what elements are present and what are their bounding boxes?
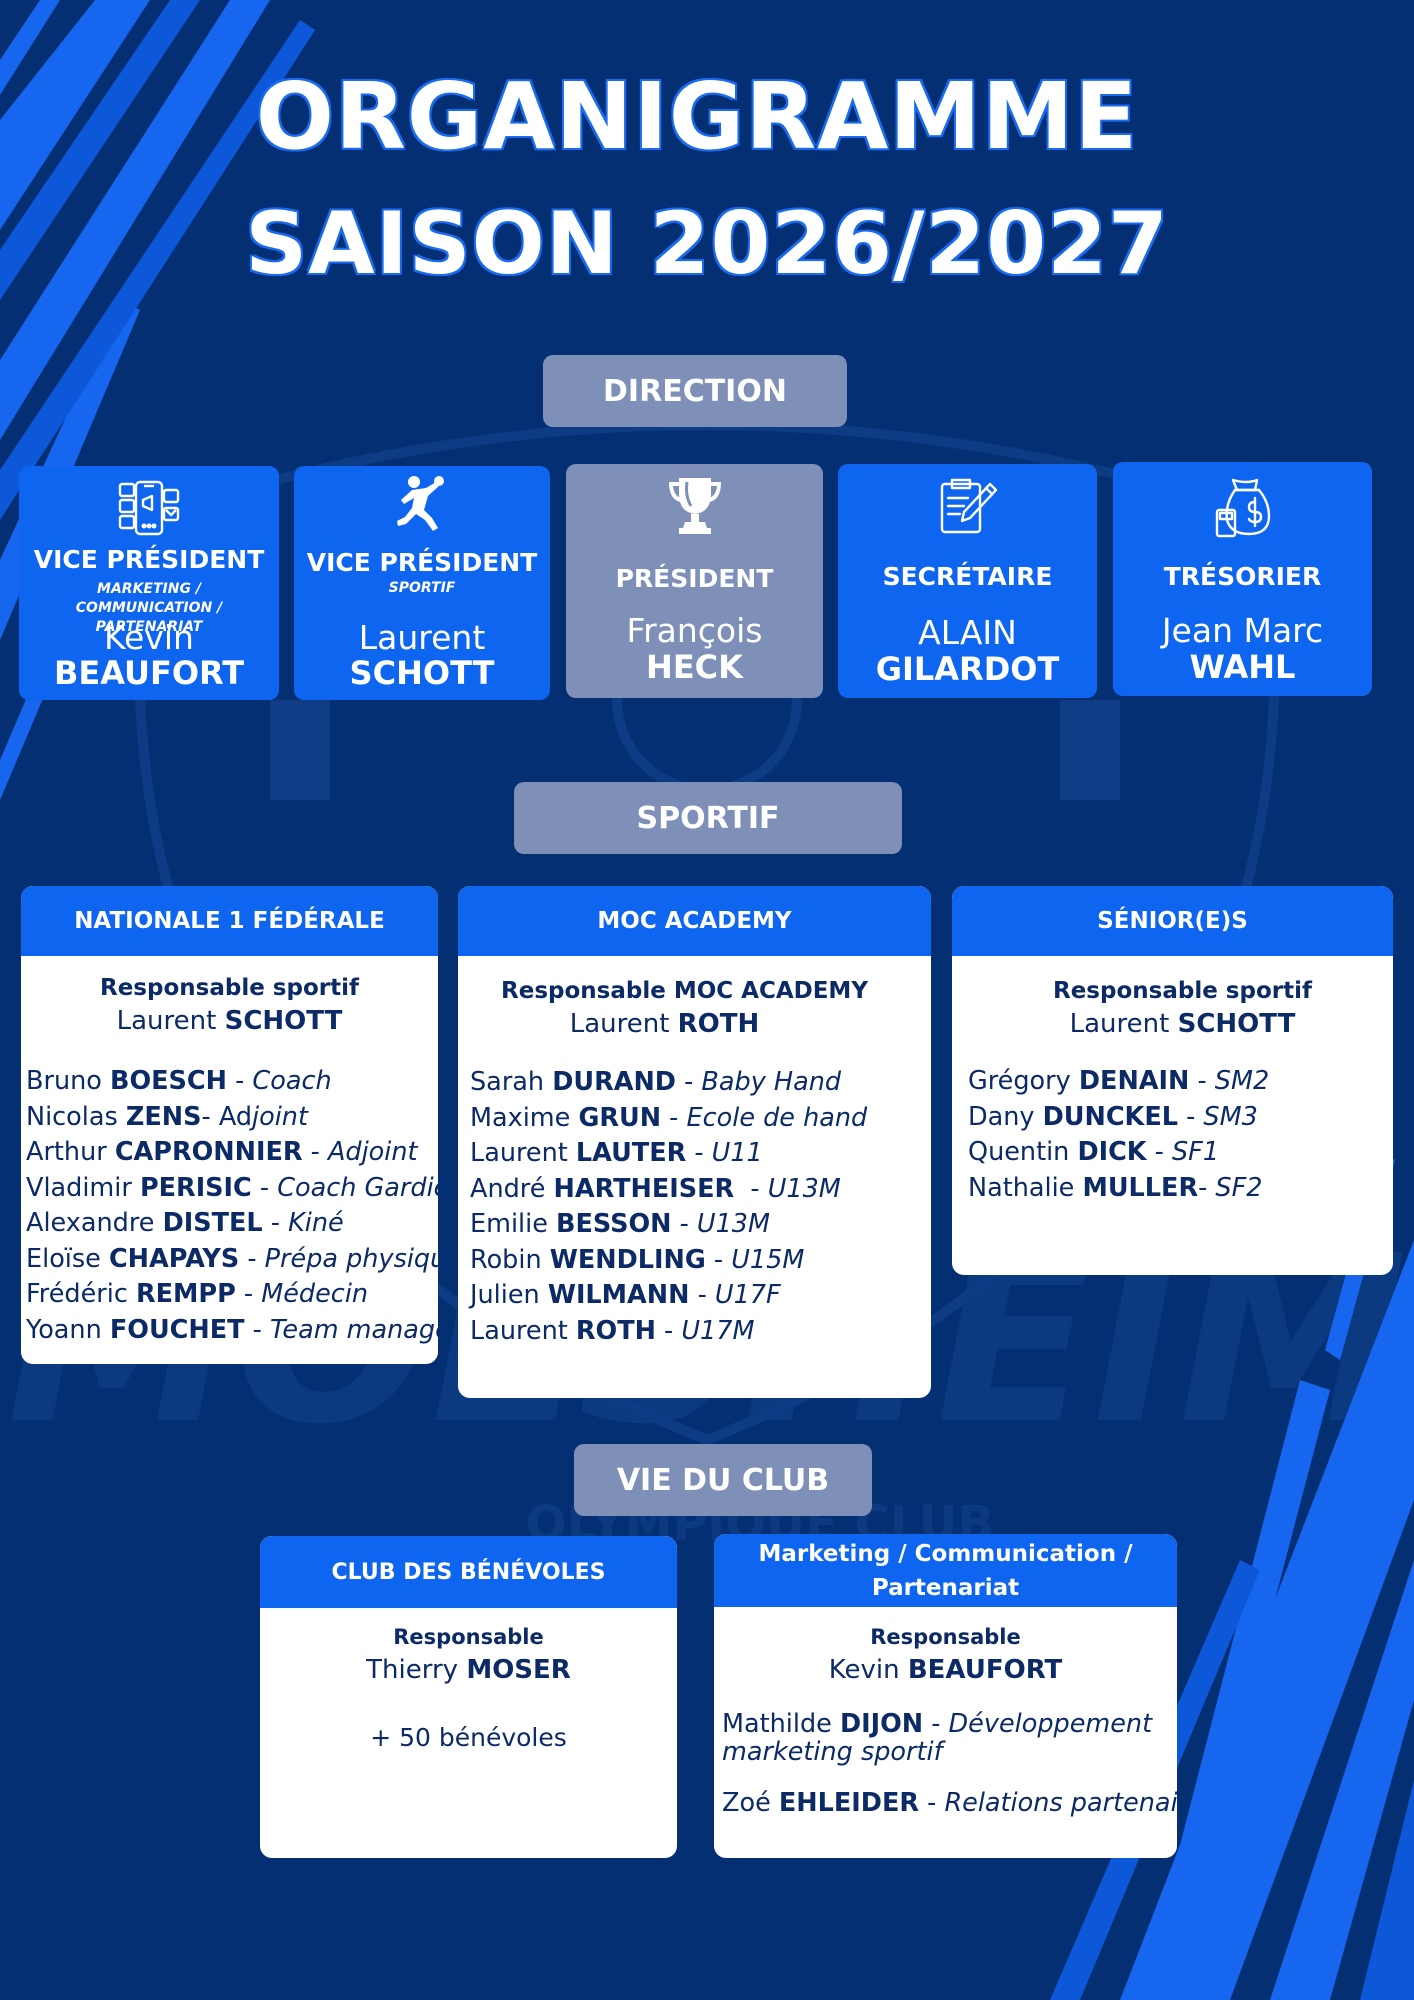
card-header: NATIONALE 1 FÉDÉRALE (21, 886, 438, 956)
resp-name: Kevin BEAUFORT (828, 1655, 1063, 1685)
direction-card-secretaire: SECRÉTAIRE ALAIN GILARDOT (838, 464, 1097, 698)
direction-first-name: François (626, 611, 763, 650)
money-bag-calculator-icon (1215, 478, 1270, 538)
handball-player-icon (397, 476, 444, 531)
resp-name: Thierry MOSER (366, 1655, 571, 1685)
direction-card-vp-sportif: VICE PRÉSIDENT SPORTIF Laurent SCHOTT (294, 466, 550, 700)
list-item: Emilie BESSON - U13M (470, 1209, 771, 1239)
card-header-line: Marketing / Communication / (758, 1540, 1133, 1567)
list-item: Zoé EHLEIDER - Relations partenaires (722, 1788, 1177, 1818)
resp-name: Laurent SCHOTT (1069, 1009, 1296, 1039)
list-item: André HARTHEISER - U13M (470, 1173, 841, 1204)
list-item: Arthur CAPRONNIER - Adjoint (26, 1137, 418, 1167)
direction-role: SECRÉTAIRE (882, 562, 1053, 591)
list-item: Julien WILMANN - U17F (470, 1280, 781, 1310)
resp-title: Responsable (870, 1625, 1021, 1649)
list-item: Laurent LAUTER - U11 (470, 1138, 763, 1168)
direction-last-name: SCHOTT (349, 654, 495, 692)
clipboard-pen-icon (940, 478, 997, 534)
card-header: CLUB DES BÉNÉVOLES (260, 1536, 677, 1608)
direction-role: PRÉSIDENT (615, 564, 774, 593)
list-item: Mathilde DIJON - Développement (722, 1709, 1153, 1739)
list-item: Quentin DICK - SF1 (968, 1137, 1220, 1167)
list-item: Nicolas ZENS- Adjoint (26, 1101, 308, 1132)
direction-last-name: GILARDOT (875, 650, 1060, 688)
card-moc-academy: MOC ACADEMY Responsable MOC ACADEMY Laur… (458, 886, 931, 1398)
resp-title: Responsable (393, 1625, 544, 1649)
list-item: Maxime GRUN - Ecole de hand (470, 1102, 868, 1133)
list-item: Dany DUNCKEL - SM3 (968, 1101, 1258, 1132)
direction-card-vp-marketing: VICE PRÉSIDENT MARKETING / COMMUNICATION… (19, 466, 279, 700)
direction-card-president: PRÉSIDENT François HECK (566, 464, 823, 698)
section-vie-du-club: VIE DU CLUB (574, 1444, 872, 1516)
resp-title: Responsable MOC ACADEMY (501, 978, 868, 1004)
list-item: Eloïse CHAPAYS - Prépa physique (26, 1243, 438, 1274)
direction-role: VICE PRÉSIDENT (306, 548, 538, 577)
section-direction: DIRECTION (543, 355, 847, 427)
list-item: Nathalie MULLER- SF2 (968, 1172, 1263, 1203)
resp-title: Responsable sportif (1053, 978, 1312, 1004)
direction-subtitle: SPORTIF (388, 580, 456, 596)
social-media-phone-icon (118, 480, 180, 536)
direction-last-name: HECK (646, 648, 743, 686)
list-item: Yoann FOUCHET - Team manager (26, 1314, 438, 1345)
card-marketing: Marketing / Communication / Partenariat … (714, 1534, 1177, 1858)
card-header: Marketing / Communication / Partenariat (714, 1534, 1177, 1607)
member-list: Grégory DENAIN - SM2 Dany DUNCKEL - SM3 … (968, 1064, 1269, 1206)
direction-last-name: BEAUFORT (53, 654, 245, 692)
direction-first-name: ALAIN (918, 613, 1017, 652)
list-item: Frédéric REMPP - Médecin (26, 1279, 369, 1309)
card-nationale-1: NATIONALE 1 FÉDÉRALE Responsable sportif… (21, 886, 438, 1364)
list-item: Vladimir PERISIC - Coach Gardien (26, 1172, 438, 1203)
title-saison: SAISON 2026/2027 (245, 194, 1169, 294)
resp-title: Responsable sportif (100, 975, 359, 1001)
list-item: marketing sportif (722, 1737, 943, 1767)
list-item: Alexandre DISTEL - Kiné (26, 1208, 344, 1238)
resp-name: Laurent ROTH (569, 1009, 760, 1039)
resp-name: Laurent SCHOTT (116, 1006, 343, 1036)
member-list: Mathilde DIJON - Développement marketing… (722, 1710, 1177, 1822)
card-seniors: SÉNIOR(E)S Responsable sportif Laurent S… (952, 886, 1393, 1275)
card-header-line: Partenariat (871, 1574, 1020, 1601)
direction-last-name: WAHL (1189, 648, 1296, 686)
direction-role: TRÉSORIER (1163, 562, 1322, 591)
list-item: Sarah DURAND - Baby Hand (470, 1067, 842, 1097)
direction-role: VICE PRÉSIDENT (33, 545, 265, 574)
list-item: Laurent ROTH - U17M (470, 1315, 755, 1346)
direction-subtitle: MARKETING / COMMUNICATION / PARTENARIAT (75, 581, 223, 635)
list-item: Robin WENDLING - U15M (470, 1244, 805, 1275)
member-list: Bruno BOESCH - Coach Nicolas ZENS- Adjoi… (26, 1064, 438, 1348)
trophy-icon (668, 478, 721, 534)
list-item: Bruno BOESCH - Coach (26, 1066, 332, 1096)
benevoles-count: + 50 bénévoles (370, 1723, 567, 1752)
card-header: SÉNIOR(E)S (952, 886, 1393, 956)
title-organigramme: ORGANIGRAMME (255, 63, 1139, 170)
card-header: MOC ACADEMY (458, 886, 931, 956)
member-list: Sarah DURAND - Baby Hand Maxime GRUN - E… (470, 1065, 867, 1349)
direction-first-name: Jean Marc (1161, 611, 1324, 650)
direction-card-tresorier: TRÉSORIER Jean Marc WAHL (1113, 462, 1372, 696)
section-sportif: SPORTIF (514, 782, 902, 854)
direction-first-name: Laurent (358, 618, 486, 657)
direction-first-name: Kevin (104, 618, 194, 657)
card-club-benevoles: CLUB DES BÉNÉVOLES Responsable Thierry M… (260, 1536, 677, 1858)
list-item: Grégory DENAIN - SM2 (968, 1066, 1270, 1096)
